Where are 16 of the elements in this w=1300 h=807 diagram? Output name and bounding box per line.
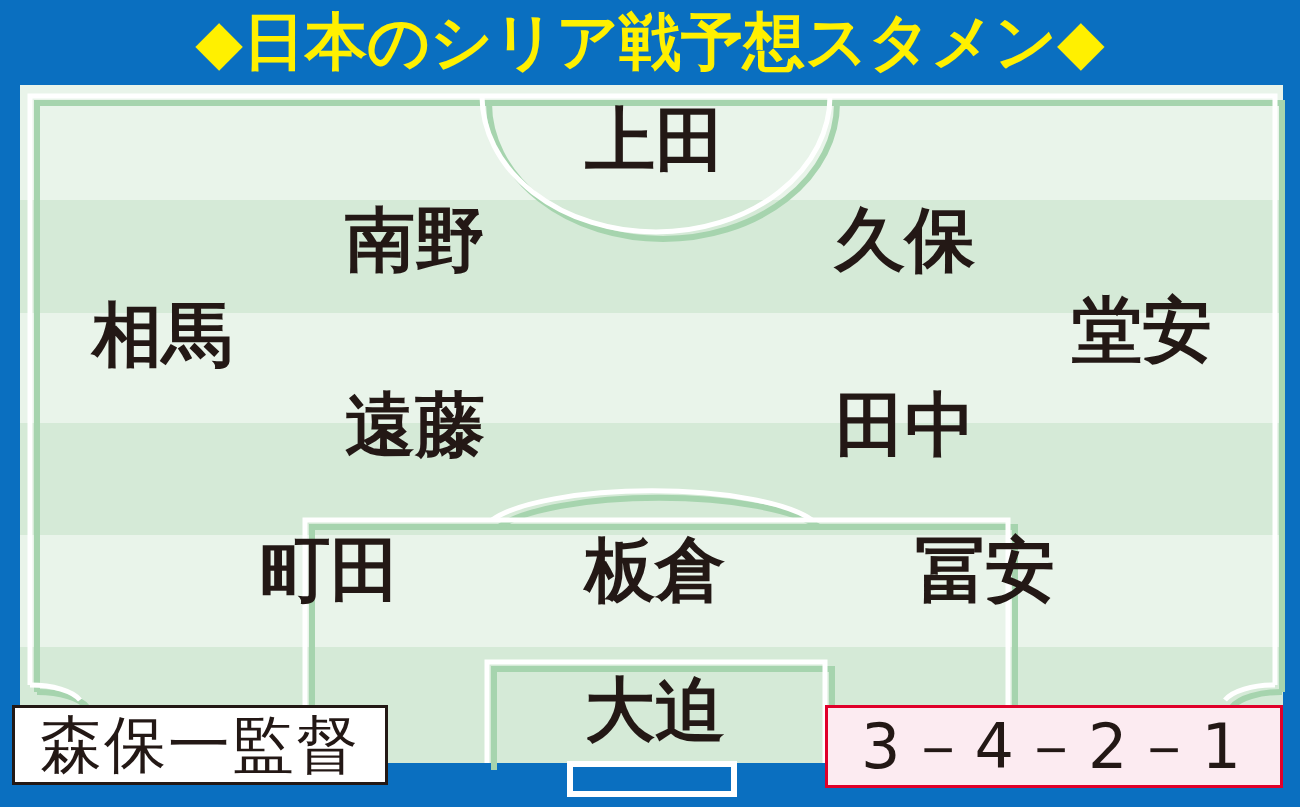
player-name: 相馬 <box>92 296 232 374</box>
player-name: 大迫 <box>585 671 725 749</box>
player-name: 遠藤 <box>345 386 485 464</box>
formation-plate <box>825 705 1283 788</box>
player-name: 上田 <box>585 101 725 179</box>
player-name: 板倉 <box>585 531 725 609</box>
player-name: 久保 <box>835 201 975 279</box>
player-name: 南野 <box>345 201 485 279</box>
player-name: 冨安 <box>915 531 1055 609</box>
formation-label: 3－4－2－1 <box>861 710 1247 783</box>
player-name: 堂安 <box>1072 291 1212 369</box>
player-name: 町田 <box>260 531 400 609</box>
coach-plate <box>12 705 388 785</box>
coach-name: 森保一監督 <box>40 709 360 781</box>
player-name: 田中 <box>835 386 975 464</box>
title: ◆日本のシリア戦予想スタメン◆ <box>194 4 1106 80</box>
